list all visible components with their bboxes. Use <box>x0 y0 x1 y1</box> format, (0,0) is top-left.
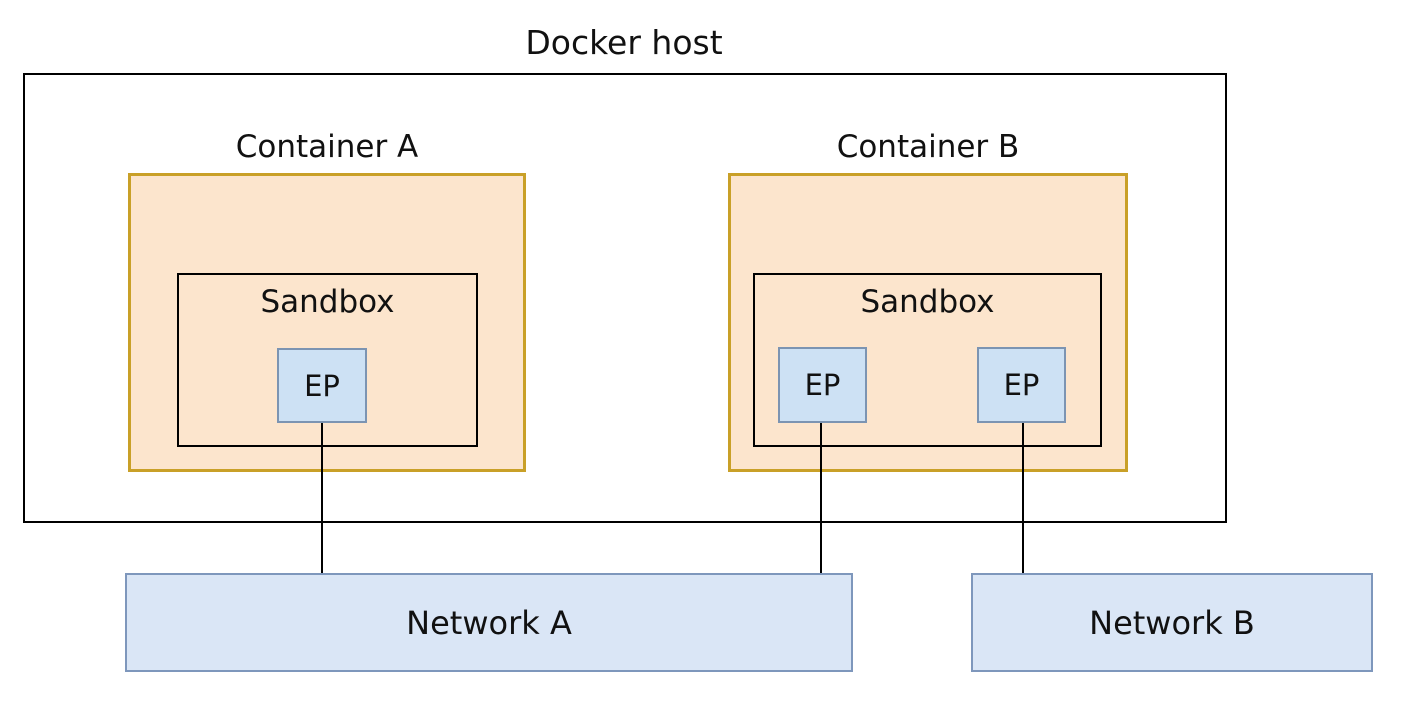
container-b-endpoint-2-label: EP <box>1003 368 1040 402</box>
container-a-sandbox-label: Sandbox <box>260 284 395 320</box>
network-b-label: Network B <box>1089 603 1255 642</box>
container-b-label: Container B <box>836 129 1020 165</box>
container-a-endpoint-box: EP <box>277 348 367 423</box>
container-b-sandbox-label: Sandbox <box>860 284 995 320</box>
container-a-endpoint-label: EP <box>304 368 340 403</box>
container-a-sandbox-box: Sandbox <box>177 273 478 447</box>
container-b-sandbox-box: Sandbox <box>753 273 1102 447</box>
network-b-box: Network B <box>971 573 1373 672</box>
container-b-endpoint-2-box: EP <box>977 347 1066 423</box>
network-a-label: Network A <box>406 603 572 642</box>
docker-host-label: Docker host <box>525 23 723 62</box>
connector-ep-a-to-network-a <box>321 423 323 573</box>
container-b-endpoint-1-box: EP <box>778 347 867 423</box>
connector-ep-b1-to-network-a <box>820 423 822 573</box>
container-a-label: Container A <box>235 129 419 165</box>
docker-host-box <box>23 73 1227 523</box>
connector-ep-b2-to-network-b <box>1022 423 1024 573</box>
container-b-endpoint-1-label: EP <box>804 368 841 402</box>
network-a-box: Network A <box>125 573 853 672</box>
